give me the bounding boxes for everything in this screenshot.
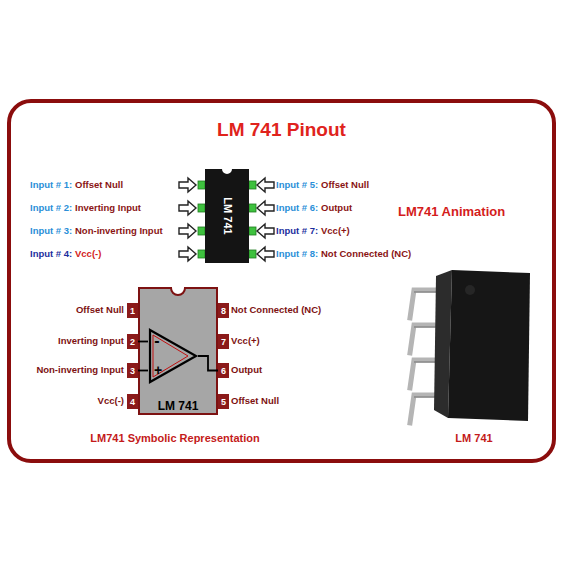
- wire: [138, 370, 148, 372]
- chip-illustration: LM 741: [204, 168, 250, 264]
- pin-square: [127, 303, 138, 318]
- chip-pin: [198, 204, 205, 212]
- chip-marking: LM 741: [222, 197, 233, 234]
- pin-number-label: Input # 2:: [30, 203, 72, 213]
- pin-box: 7: [218, 334, 229, 349]
- pin-number-label: Input # 7:: [276, 226, 318, 236]
- pin-function: Inverting Input: [75, 203, 141, 213]
- body-shape: [205, 169, 249, 263]
- pin-name: Offset Null: [76, 305, 124, 315]
- op-amp-triangle: -+: [148, 328, 198, 384]
- photo-dimple: [465, 285, 475, 295]
- pointer-arrow: [179, 178, 196, 192]
- figure-caption: LM 741: [455, 433, 492, 444]
- pin-function: Non-inverting Input: [75, 226, 163, 236]
- pointer-arrow: [179, 247, 196, 261]
- triangle-outline: [150, 330, 196, 382]
- pin-box: 5: [218, 394, 229, 409]
- pointer-arrow: [257, 224, 274, 238]
- chip-pin: [198, 250, 205, 258]
- pin-number: 7: [221, 337, 226, 346]
- pointer-arrow: [257, 247, 274, 261]
- non-inverting-sign: +: [154, 363, 162, 377]
- pin-number: 3: [130, 366, 135, 375]
- inverting-sign: -: [154, 333, 159, 349]
- pin-square: [127, 363, 138, 378]
- frame-border: [9, 101, 554, 461]
- pin-number: 2: [130, 337, 135, 346]
- pin-number: 5: [221, 397, 226, 406]
- pin-name: Output: [231, 365, 262, 375]
- chip-pin: [249, 204, 256, 212]
- pin-number-label: Input # 5:: [276, 180, 318, 190]
- pin-number-label: Input # 1:: [30, 180, 72, 190]
- pin-square: [127, 394, 138, 409]
- pointer-arrow: [257, 201, 274, 215]
- body-shape: [139, 288, 217, 414]
- pin-number: 8: [221, 306, 226, 315]
- pin-number: 4: [130, 397, 135, 406]
- pin-number: 1: [130, 306, 135, 315]
- chip-photo: [410, 270, 530, 423]
- pin-number-label: Input # 4:: [30, 249, 72, 259]
- chip-pin: [198, 181, 205, 189]
- pin-square: [127, 334, 138, 349]
- pin-square: [218, 363, 229, 378]
- chip-body: LM 741-+: [138, 287, 218, 415]
- pin-function: Vcc(-): [75, 249, 101, 259]
- animation-label: LM741 Animation: [398, 205, 505, 218]
- pin-function: Offset Null: [75, 180, 123, 190]
- pin-number-label: Input # 8:: [276, 249, 318, 259]
- pin-name: Offset Null: [231, 396, 279, 406]
- pin-function: Offset Null: [321, 180, 369, 190]
- figure-caption: LM741 Symbolic Representation: [90, 433, 259, 444]
- pin-square: [218, 394, 229, 409]
- photo-body: [448, 270, 530, 421]
- pin-function: Not Connected (NC): [321, 249, 411, 259]
- pin-box: 2: [127, 334, 138, 349]
- pin-box: 1: [127, 303, 138, 318]
- chip-pin: [198, 227, 205, 235]
- chip-pin: [249, 227, 256, 235]
- pin-name: Vcc(-): [98, 396, 124, 406]
- pointer-arrow: [179, 201, 196, 215]
- wire: [198, 356, 218, 371]
- chip-name: LM 741: [158, 400, 199, 412]
- pin-square: [218, 303, 229, 318]
- pin-square: [218, 334, 229, 349]
- pin-box: 6: [218, 363, 229, 378]
- pointer-arrow: [257, 178, 274, 192]
- pin-name: Non-inverting Input: [36, 365, 124, 375]
- pin-name: Vcc(+): [231, 336, 260, 346]
- pointer-arrow: [179, 224, 196, 238]
- chip-pin: [249, 181, 256, 189]
- pin-function: Output: [321, 203, 352, 213]
- pin-number-label: Input # 6:: [276, 203, 318, 213]
- pin-name: Not Connected (NC): [231, 305, 321, 315]
- pin-function: Vcc(+): [321, 226, 350, 236]
- pin-box: 8: [218, 303, 229, 318]
- pin-number: 6: [221, 366, 226, 375]
- pin-box: 4: [127, 394, 138, 409]
- title: LM 741 Pinout: [0, 120, 563, 139]
- pin-box: 3: [127, 363, 138, 378]
- chip-pin: [249, 250, 256, 258]
- pin-number-label: Input # 3:: [30, 226, 72, 236]
- pin-name: Inverting Input: [58, 336, 124, 346]
- wire: [138, 341, 148, 343]
